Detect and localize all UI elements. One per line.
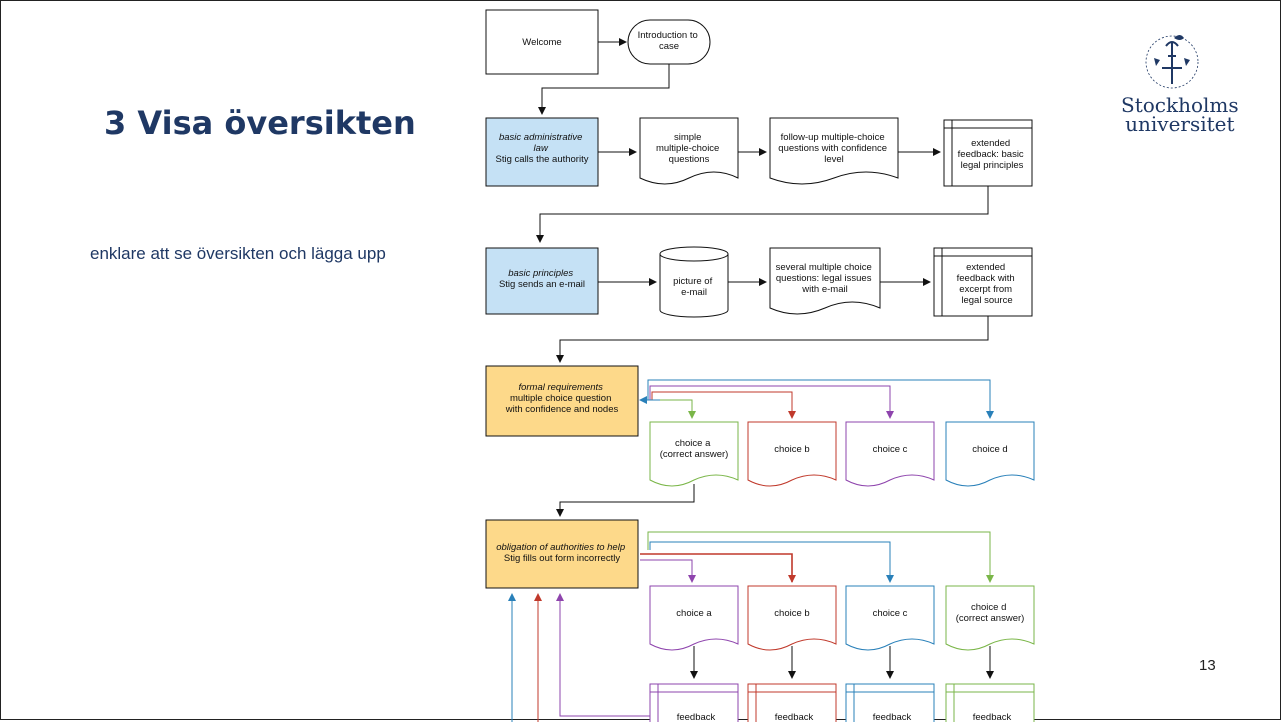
logo-line-2: universitet xyxy=(1125,112,1235,136)
edge-obligation-choice-a xyxy=(640,559,696,583)
choice2-a-label: choice a xyxy=(676,608,712,619)
university-seal-icon xyxy=(1145,35,1199,89)
feedback-a-node xyxy=(649,683,739,722)
university-logo-text: Stockholms universitet xyxy=(1121,93,1239,136)
choice2-d-label: choice d (correct answer) xyxy=(956,602,1025,624)
slide-body-text: enklare att se översikten och lägga upp xyxy=(90,244,386,263)
welcome-label: Welcome xyxy=(522,37,561,48)
slide-title: 3 Visa översikten xyxy=(104,104,416,142)
welcome-node xyxy=(485,9,599,75)
choice1-c-label: choice c xyxy=(873,444,908,455)
obligation-node xyxy=(485,519,639,589)
edge-ext-formal xyxy=(556,316,989,363)
obligation-label: obligation of authorities to help Stig f… xyxy=(496,542,628,564)
edge-formal-choice-b xyxy=(651,391,796,419)
choice1-b-node xyxy=(747,421,837,487)
choice2-c-node xyxy=(845,585,935,651)
ext-excerpt-node xyxy=(933,247,1033,317)
feedback-b-label: feedback xyxy=(775,712,814,722)
picture-label: picture of e-mail xyxy=(673,276,715,298)
choice2-b-label: choice b xyxy=(774,608,809,619)
law-label: basic administrative law Stig calls the … xyxy=(496,132,589,165)
formal-node xyxy=(485,365,639,437)
choice2-c-label: choice c xyxy=(873,608,908,619)
principles-label: basic principles Stig sends an e-mail xyxy=(499,268,585,290)
simple-mc-node xyxy=(639,117,739,185)
choice1-d-node xyxy=(945,421,1035,487)
choice1-b-label: choice b xyxy=(774,444,809,455)
choice1-d-label: choice d xyxy=(972,444,1007,455)
feedback-a-label: feedback xyxy=(677,712,716,722)
choice1-c-node xyxy=(845,421,935,487)
edge-formal-choice-d xyxy=(647,379,994,419)
picture-node-top xyxy=(659,246,729,262)
ext-excerpt-label: extended feedback with excerpt from lega… xyxy=(957,262,1018,306)
logo-line-1: Stockholms xyxy=(1121,93,1239,117)
picture-node xyxy=(659,254,729,318)
edge-obligation-choice-c xyxy=(649,541,894,583)
feedback-b-node xyxy=(747,683,837,722)
several-label: several multiple choice questions: legal… xyxy=(776,262,875,295)
edge-obligation-choice-d xyxy=(647,531,994,583)
page-number: 13 xyxy=(1199,657,1216,674)
edge-choice-a-obligation xyxy=(556,484,695,517)
choice1-a-label: choice a (correct answer) xyxy=(660,438,729,460)
followup-node xyxy=(769,117,899,185)
feedback-d-node xyxy=(945,683,1035,722)
choice2-a-node xyxy=(649,585,739,651)
edge-formal-choice-a xyxy=(642,399,696,419)
simple-mc-label: simple multiple-choice questions xyxy=(656,132,722,165)
formal-label: formal requirements multiple choice ques… xyxy=(505,382,619,415)
ext-basic-node xyxy=(943,119,1033,187)
choice2-b-node xyxy=(747,585,837,651)
edge-ext-principles xyxy=(536,186,989,243)
edge-obligation-choice-b xyxy=(640,553,796,583)
intro-label: Introduction to case xyxy=(638,30,701,52)
several-node xyxy=(769,247,881,315)
feedback-c-node xyxy=(845,683,935,722)
law-node xyxy=(485,117,599,187)
feedback-c-label: feedback xyxy=(873,712,912,722)
principles-node xyxy=(485,247,599,315)
edge-feedback-a-return xyxy=(556,593,650,717)
edge-formal-choice-c xyxy=(649,385,894,419)
choice1-a-node xyxy=(649,421,739,487)
edge-intro-law xyxy=(538,64,670,115)
choice2-d-node xyxy=(945,585,1035,651)
feedback-d-label: feedback xyxy=(973,712,1012,722)
followup-label: follow-up multiple-choice questions with… xyxy=(778,132,889,165)
ext-basic-label: extended feedback: basic legal principle… xyxy=(958,138,1027,171)
